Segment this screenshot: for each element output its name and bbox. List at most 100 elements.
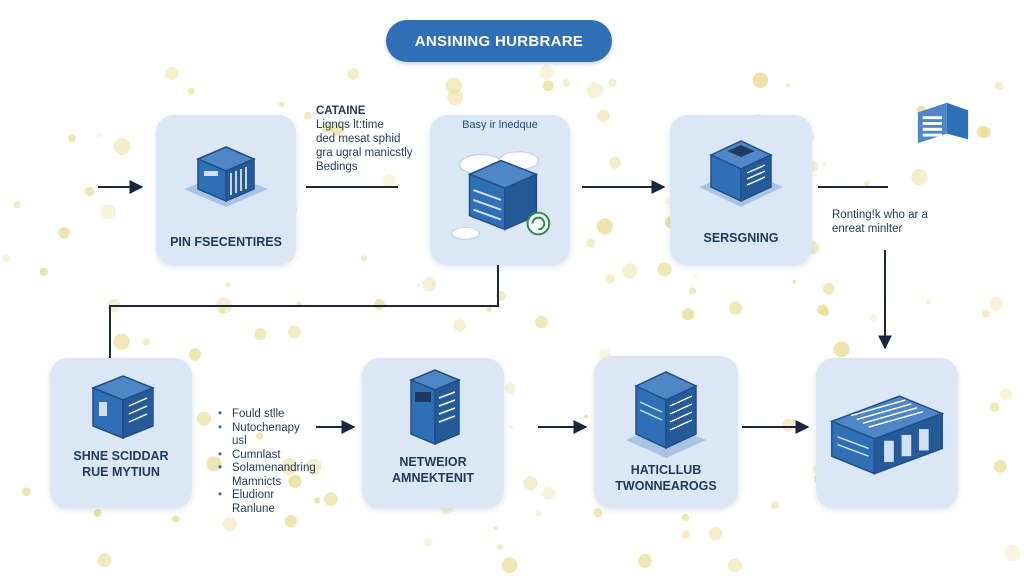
- background-dot: [493, 526, 498, 530]
- card-label-line: SHNE SCIDDAR: [73, 449, 169, 463]
- background-dot: [681, 530, 691, 539]
- background-dot: [771, 501, 780, 510]
- card-label-line: HATICLLUB: [630, 463, 702, 477]
- background-dot: [822, 282, 835, 295]
- background-dot: [621, 263, 638, 279]
- background-dot: [820, 307, 830, 317]
- background-dot: [496, 544, 503, 550]
- background-dot: [360, 255, 368, 262]
- background-dot: [681, 513, 690, 522]
- card-label: HATICLLUB TWONNEAROGS: [594, 462, 738, 494]
- background-dot: [822, 162, 826, 167]
- card-label-line: RUE MYTIUN: [82, 465, 160, 479]
- datacenter-icon: [829, 395, 945, 475]
- background-dot: [609, 156, 621, 169]
- card-datacenter: [816, 358, 958, 508]
- background-dot: [608, 78, 617, 87]
- background-dot: [97, 553, 112, 568]
- background-dot: [693, 274, 698, 278]
- card-shne-sciddar: SHNE SCIDDAR RUE MYTIUN: [50, 358, 192, 508]
- card-sersgning: SERSGNING: [670, 115, 812, 265]
- list-item-text: Ranlune: [232, 502, 275, 515]
- background-dot: [597, 109, 610, 123]
- note-line: Lignqs lt:time: [316, 119, 384, 131]
- background-dot: [833, 341, 850, 358]
- background-dot: [989, 297, 1004, 311]
- background-dot: [187, 87, 195, 95]
- background-dot: [453, 319, 466, 332]
- background-dot: [196, 411, 212, 426]
- background-dot: [417, 283, 421, 287]
- background-dot: [84, 186, 95, 197]
- background-dot: [373, 298, 385, 310]
- background-dot: [535, 315, 548, 329]
- background-dot: [682, 308, 695, 321]
- card-label: SERSGNING: [703, 231, 779, 245]
- background-dot: [222, 517, 237, 532]
- background-dot: [510, 425, 514, 429]
- background-dot: [58, 227, 70, 239]
- background-dot: [423, 537, 433, 547]
- card-label: SHNE SCIDDAR RUE MYTIUN: [50, 448, 192, 480]
- note-line: gra ugral manicstly: [316, 147, 413, 159]
- background-dot: [330, 123, 344, 136]
- background-dot: [535, 510, 542, 517]
- background-dot: [445, 77, 462, 94]
- list-item: Fould stlle: [218, 408, 316, 422]
- list-item-text: Nutochenapy: [232, 421, 300, 434]
- note-title: CATAINE: [316, 105, 366, 117]
- background-dot: [596, 218, 613, 235]
- background-dot: [523, 476, 538, 491]
- background-dot: [593, 508, 603, 518]
- card-netweior: NETWEIOR AMNEKTENIT: [362, 358, 504, 508]
- background-dot: [994, 81, 1004, 91]
- background-dot: [752, 72, 769, 89]
- background-dot: [863, 180, 870, 187]
- background-dot: [792, 279, 796, 284]
- background-dot: [785, 82, 791, 88]
- background-dot: [688, 287, 697, 295]
- background-dot: [586, 238, 596, 248]
- background-dot: [113, 333, 130, 350]
- background-dot: [539, 65, 555, 81]
- background-dot: [708, 527, 723, 541]
- background-dot: [1004, 545, 1021, 561]
- building-icon: [917, 102, 969, 144]
- background-dot: [13, 201, 21, 209]
- note-line: Bedings: [316, 161, 358, 173]
- background-dot: [172, 515, 180, 523]
- background-dot: [782, 418, 795, 432]
- card-label: NETWEIOR AMNEKTENIT: [362, 454, 504, 486]
- background-dot: [382, 173, 396, 187]
- background-dot: [165, 66, 179, 81]
- background-dot: [989, 402, 1000, 413]
- list-item-text: usl: [232, 435, 247, 447]
- background-dot: [422, 277, 437, 292]
- card-pin-fsecentires: PIN FSECENTIRES: [156, 115, 296, 265]
- background-dot: [981, 309, 991, 318]
- background-dot: [637, 553, 652, 568]
- background-dot: [279, 101, 285, 107]
- card-label-line: AMNEKTENIT: [392, 471, 474, 485]
- note-line: ded mesat sphid: [316, 133, 401, 145]
- server-box-icon: [90, 375, 156, 440]
- card-label: Basy ir lnedque: [462, 119, 538, 131]
- note-line: enreat minlter: [832, 223, 903, 235]
- background-dot: [586, 82, 603, 99]
- background-dot: [284, 515, 298, 528]
- server-rack-icon: [409, 369, 461, 446]
- background-dot: [347, 68, 359, 80]
- background-dot: [911, 168, 928, 186]
- card-basy-ir-lnedque: Basy ir lnedque: [430, 115, 570, 265]
- background-dot: [505, 382, 517, 394]
- background-dot: [321, 123, 333, 135]
- background-dot: [22, 487, 31, 497]
- background-dot: [926, 300, 930, 304]
- list-item-text: Eludionr: [232, 489, 275, 501]
- background-dot: [728, 301, 743, 315]
- background-dot: [486, 306, 492, 312]
- note-right: Ronting!k who ar a enreat minlter: [832, 208, 928, 236]
- background-dot: [218, 307, 225, 314]
